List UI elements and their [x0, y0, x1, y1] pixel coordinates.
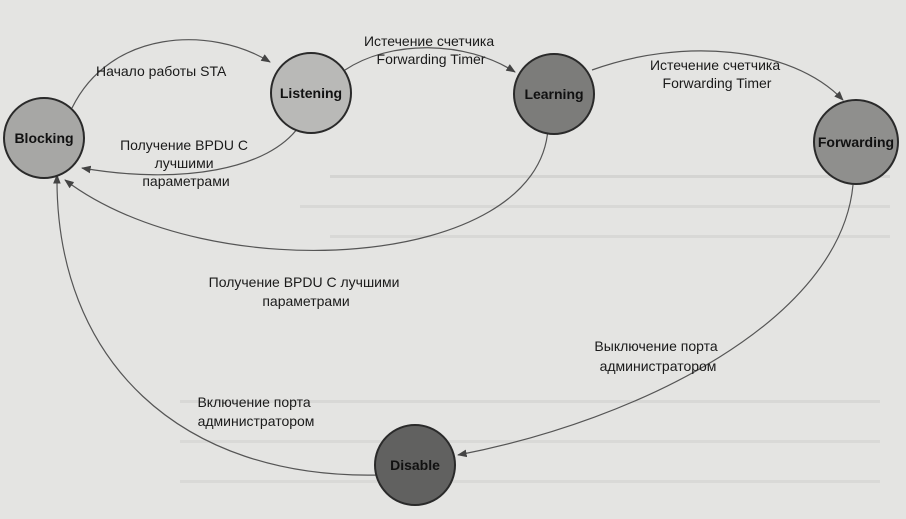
- arc-forwarding-to-disable: [457, 184, 854, 458]
- label-port-on: Включение порта администратором: [197, 394, 314, 429]
- state-blocking-circle: [3, 97, 85, 179]
- label-fwd-timer-1-line1: Истечение счетчика: [364, 33, 494, 49]
- label-better-bpdu-2-line2: параметрами: [262, 293, 349, 309]
- state-learning-circle: [513, 53, 595, 135]
- state-listening-circle: [270, 52, 352, 134]
- label-fwd-timer-1: Истечение счетчика Forwarding Timer: [364, 33, 498, 67]
- arc-listening-to-learning: [344, 47, 516, 73]
- label-port-off-line2: администратором: [600, 358, 717, 374]
- label-better-bpdu-1-line1: Получение BPDU C: [120, 137, 248, 153]
- state-forwarding: Forwarding: [813, 99, 899, 185]
- arc-blocking-to-listening: [71, 39, 271, 109]
- state-blocking: Blocking: [3, 97, 85, 179]
- label-fwd-timer-2: Истечение счетчика Forwarding Timer: [650, 57, 784, 91]
- label-fwd-timer-1-line2: Forwarding Timer: [377, 51, 486, 67]
- state-forwarding-label: Forwarding: [818, 134, 894, 150]
- arc-disable-to-blocking: [53, 174, 381, 476]
- state-disable: Disable: [374, 424, 456, 506]
- label-better-bpdu-1: Получение BPDU C лучшими параметрами: [120, 137, 252, 189]
- label-port-on-line1: Включение порта: [197, 394, 310, 410]
- label-better-bpdu-2: Получение BPDU C лучшими параметрами: [209, 274, 404, 309]
- transition-arcs: [53, 39, 854, 476]
- state-disable-circle: [374, 424, 456, 506]
- state-listening-label: Listening: [280, 85, 342, 101]
- label-fwd-timer-2-line1: Истечение счетчика: [650, 57, 780, 73]
- label-better-bpdu-1-line2: лучшими: [155, 155, 214, 171]
- label-port-off-line1: Выключение порта: [594, 338, 717, 354]
- label-fwd-timer-2-line2: Forwarding Timer: [663, 75, 772, 91]
- label-better-bpdu-2-line1: Получение BPDU C лучшими: [209, 274, 400, 290]
- label-better-bpdu-1-line3: параметрами: [142, 173, 229, 189]
- state-disable-label: Disable: [390, 457, 440, 473]
- background-texture: [180, 175, 890, 483]
- arc-learning-to-blocking: [64, 127, 549, 252]
- state-learning: Learning: [513, 53, 595, 135]
- state-learning-label: Learning: [524, 86, 583, 102]
- state-listening: Listening: [270, 52, 352, 134]
- label-start-sta: Начало работы STA: [96, 63, 227, 79]
- label-port-off: Выключение порта администратором: [594, 338, 721, 374]
- arc-listening-to-blocking: [81, 124, 301, 176]
- arc-learning-to-forwarding: [591, 50, 844, 101]
- label-port-on-line2: администратором: [198, 413, 315, 429]
- state-forwarding-circle: [813, 99, 899, 185]
- state-blocking-label: Blocking: [14, 130, 73, 146]
